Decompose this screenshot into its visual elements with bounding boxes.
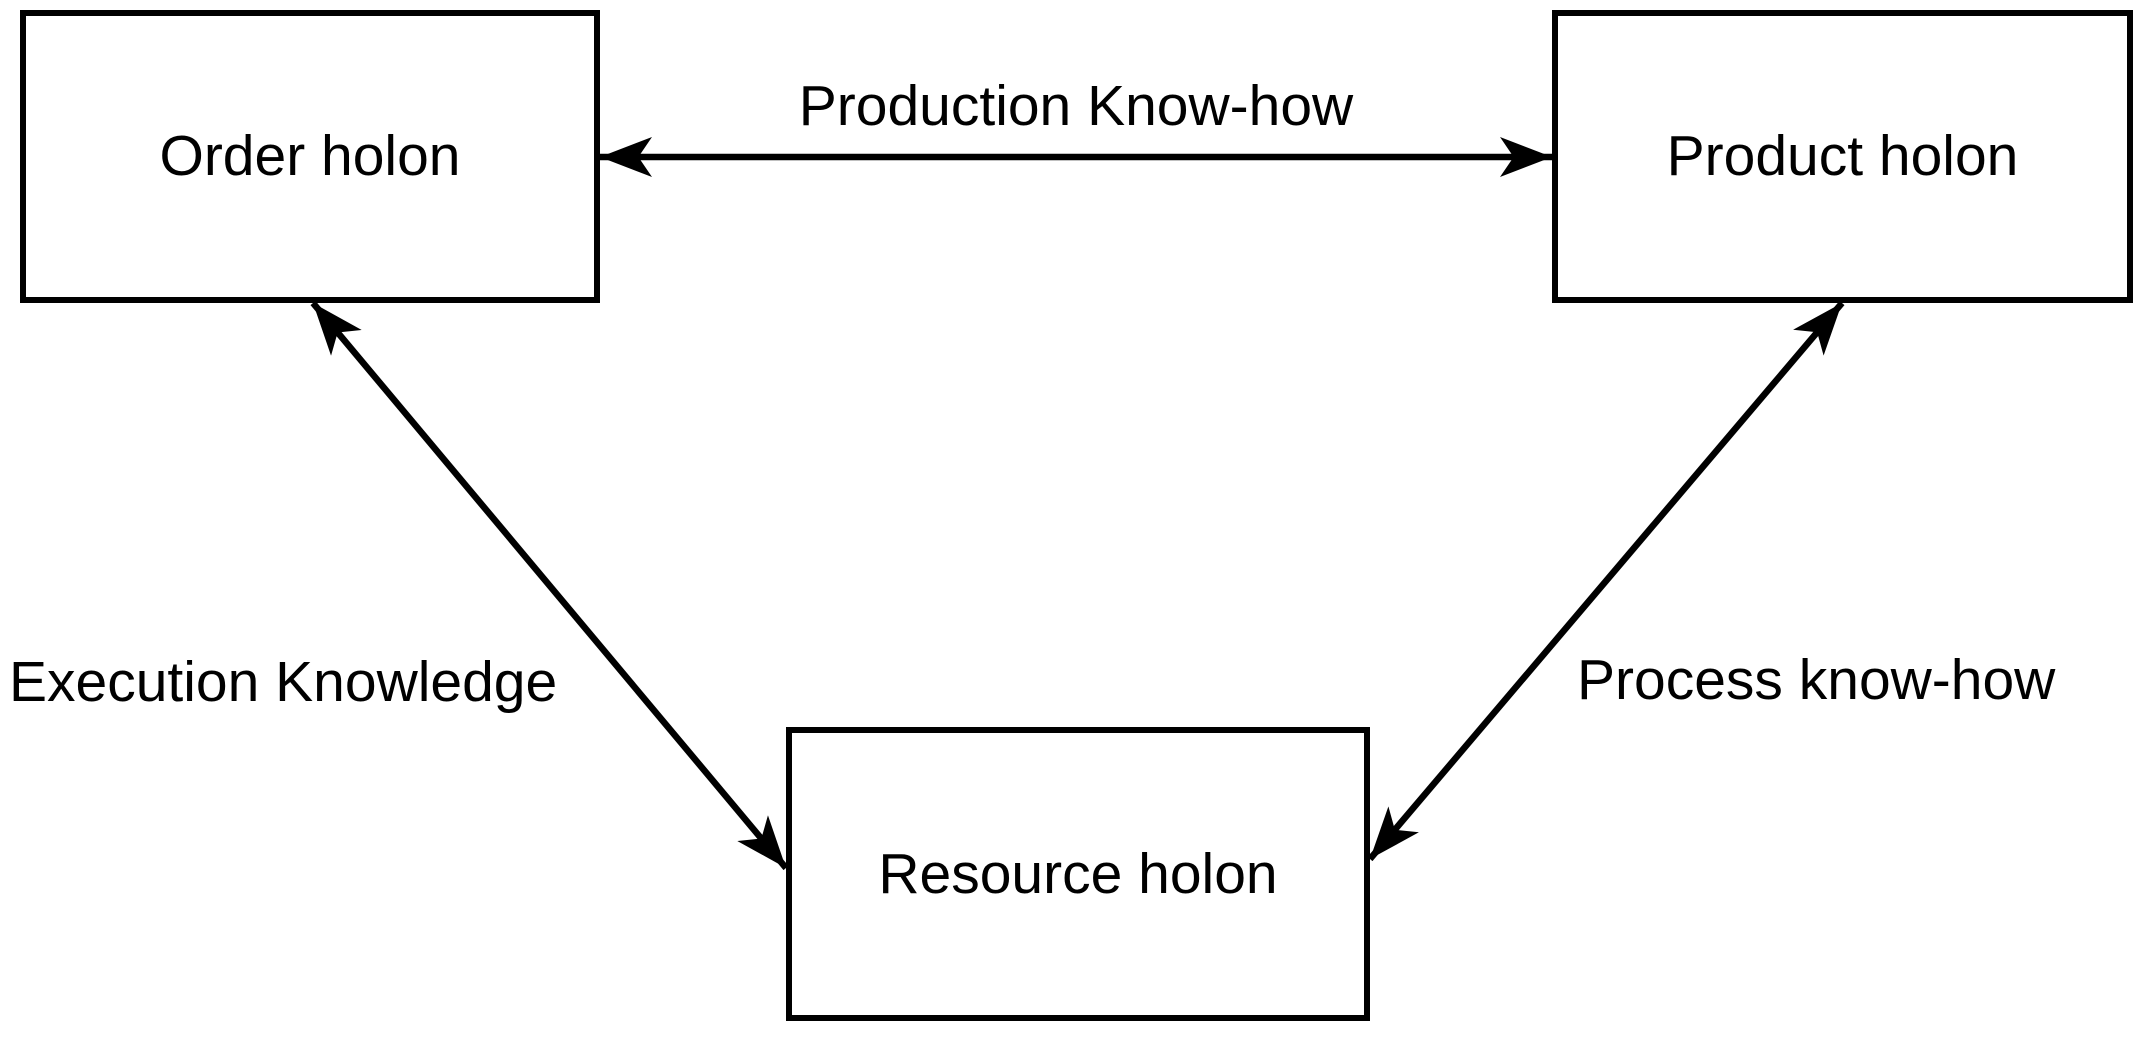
node-resource-holon-label: Resource holon [878,841,1278,906]
edge-process-know-how [1367,300,1845,862]
edge-label-execution-knowledge: Execution Knowledge [9,650,558,714]
node-resource-holon: Resource holon [786,727,1370,1021]
node-order-holon-label: Order holon [159,124,461,188]
node-product-holon-label: Product holon [1666,124,2019,188]
node-order-holon: Order holon [20,10,600,303]
edge-execution-knowledge [310,300,789,871]
node-product-holon: Product holon [1552,10,2133,303]
edge-label-process-know-how: Process know-how [1577,648,2056,712]
edge-label-production-know-how: Production Know-how [798,74,1354,138]
